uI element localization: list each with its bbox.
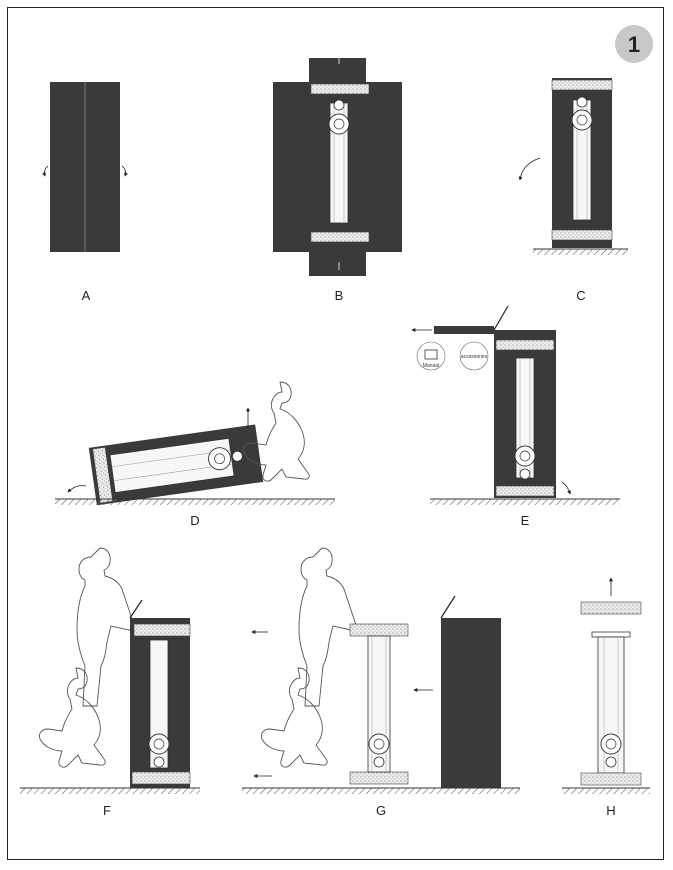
page-frame (7, 7, 664, 860)
step-label-f: F (103, 803, 111, 818)
page-number: 1 (628, 32, 640, 57)
step-b-illustration (273, 56, 402, 276)
step-d-illustration (55, 381, 335, 506)
step-label-b: B (335, 288, 344, 303)
manual-label: Manual (423, 363, 439, 369)
step-label-e: E (521, 513, 530, 528)
step-g-illustration (242, 547, 520, 794)
step-label-g: G (376, 803, 386, 818)
step-a-illustration (42, 82, 128, 252)
step-label-c: C (576, 288, 585, 303)
step-label-a: A (82, 288, 91, 303)
page-badge: 1 (615, 25, 653, 63)
accessories-label: accessories (461, 354, 488, 360)
step-e-illustration: Manual accessories (411, 305, 620, 505)
step-f-illustration (20, 547, 200, 794)
step-label-d: D (190, 513, 199, 528)
step-label-h: H (606, 803, 615, 818)
step-h-illustration (562, 577, 650, 794)
step-c-illustration (518, 78, 628, 255)
